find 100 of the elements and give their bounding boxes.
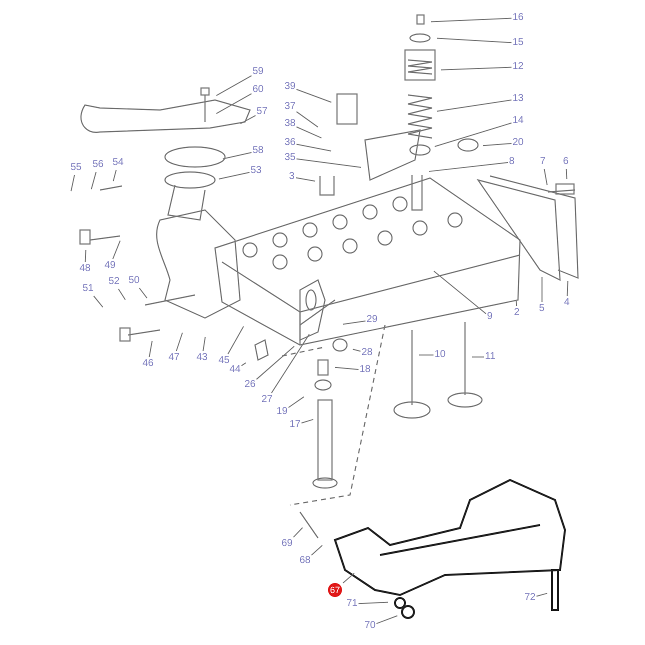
leader-line bbox=[436, 99, 512, 112]
leader-line bbox=[428, 162, 508, 172]
callout-number: 29 bbox=[366, 314, 378, 326]
leader-line bbox=[544, 168, 548, 186]
callout-number: 4 bbox=[564, 297, 570, 309]
leader-line bbox=[296, 177, 316, 182]
leader-line bbox=[296, 126, 322, 138]
callout-number: 9 bbox=[487, 311, 493, 323]
leader-line bbox=[434, 122, 512, 148]
callout-number: 57 bbox=[256, 106, 268, 118]
leader-line bbox=[176, 332, 183, 352]
callout-number: 7 bbox=[540, 156, 546, 168]
callout-number: 48 bbox=[80, 263, 91, 275]
leader-line bbox=[301, 418, 314, 424]
callout-number: 38 bbox=[284, 118, 296, 130]
callout-number: 52 bbox=[108, 276, 120, 288]
leader-line bbox=[430, 18, 512, 22]
leader-line bbox=[433, 270, 486, 314]
callout-number: 2 bbox=[514, 307, 520, 319]
leader-line bbox=[241, 362, 246, 366]
leader-line bbox=[216, 75, 252, 96]
callout-number: 3 bbox=[289, 171, 295, 183]
callout-number: 70 bbox=[364, 620, 376, 632]
callout-number: 19 bbox=[276, 406, 288, 418]
leader-line bbox=[342, 572, 355, 584]
callout-number: 15 bbox=[512, 37, 524, 49]
leader-line bbox=[138, 288, 148, 299]
callout-number: 16 bbox=[512, 12, 524, 24]
callout-number: 26 bbox=[244, 379, 256, 391]
callout-number: 46 bbox=[142, 358, 154, 370]
leader-line bbox=[440, 66, 512, 70]
leader-line bbox=[148, 340, 153, 358]
leader-line bbox=[296, 144, 332, 152]
leader-line bbox=[536, 592, 548, 597]
leader-line bbox=[240, 115, 256, 124]
callout-number: 69 bbox=[282, 538, 293, 550]
callout-number: 6 bbox=[563, 156, 569, 168]
callout-number: 53 bbox=[250, 165, 262, 177]
leader-line bbox=[271, 334, 310, 394]
callout-number: 56 bbox=[92, 159, 104, 171]
callout-number: 37 bbox=[284, 101, 296, 113]
callout-number: 13 bbox=[512, 93, 524, 105]
leader-line bbox=[218, 172, 250, 180]
callout-number: 54 bbox=[112, 157, 124, 169]
callout-number: 49 bbox=[104, 260, 116, 272]
highlighted-callout-number: 67 bbox=[328, 583, 342, 597]
callout-number: 17 bbox=[290, 419, 301, 431]
leader-line bbox=[90, 172, 97, 190]
leader-line bbox=[202, 336, 206, 352]
leader-line bbox=[296, 158, 362, 168]
callout-number: 51 bbox=[82, 283, 94, 295]
leader-line bbox=[472, 356, 484, 358]
leader-line bbox=[296, 88, 332, 103]
callout-number: 39 bbox=[284, 81, 296, 93]
leader-line bbox=[93, 296, 104, 308]
leader-line bbox=[84, 250, 86, 262]
leader-line bbox=[222, 152, 252, 160]
callout-number: 60 bbox=[252, 84, 264, 96]
callout-number: 14 bbox=[512, 115, 524, 127]
leader-line bbox=[566, 168, 568, 180]
leader-line bbox=[566, 280, 568, 296]
leader-line bbox=[342, 320, 366, 325]
callout-number: 50 bbox=[128, 275, 140, 287]
callout-number: 18 bbox=[360, 364, 371, 376]
callout-number: 28 bbox=[362, 347, 373, 359]
callout-number: 45 bbox=[218, 355, 230, 367]
leader-line bbox=[293, 527, 304, 538]
callout-number: 11 bbox=[485, 351, 496, 363]
leader-line bbox=[118, 288, 126, 300]
leader-line bbox=[296, 111, 318, 128]
callout-number: 72 bbox=[524, 592, 536, 604]
callout-number: 58 bbox=[252, 145, 264, 157]
leader-line bbox=[482, 143, 512, 146]
leader-line bbox=[516, 300, 518, 306]
leader-line bbox=[418, 354, 434, 356]
leader-line bbox=[288, 396, 304, 408]
callout-number: 35 bbox=[284, 152, 296, 164]
callout-number: 68 bbox=[300, 555, 311, 567]
callout-number: 36 bbox=[284, 137, 296, 149]
leader-line bbox=[256, 346, 295, 380]
callout-number: 5 bbox=[539, 303, 545, 315]
leader-line bbox=[436, 38, 512, 44]
leader-line bbox=[352, 348, 361, 352]
callout-number: 71 bbox=[346, 598, 358, 610]
leader-line bbox=[227, 326, 244, 354]
callout-number: 20 bbox=[512, 137, 524, 149]
callout-number: 10 bbox=[434, 349, 446, 361]
callout-number: 8 bbox=[509, 156, 515, 168]
leader-line bbox=[216, 93, 252, 114]
callout-number: 12 bbox=[512, 61, 524, 73]
leader-line bbox=[334, 366, 359, 370]
leader-line bbox=[376, 615, 398, 624]
callout-number: 44 bbox=[230, 364, 241, 376]
callout-number: 27 bbox=[262, 394, 273, 406]
leader-line bbox=[112, 170, 117, 182]
callout-number: 47 bbox=[168, 352, 180, 364]
leader-line bbox=[112, 240, 121, 260]
leader-line bbox=[358, 602, 388, 604]
callout-number: 43 bbox=[196, 352, 208, 364]
callout-number: 59 bbox=[252, 66, 264, 78]
